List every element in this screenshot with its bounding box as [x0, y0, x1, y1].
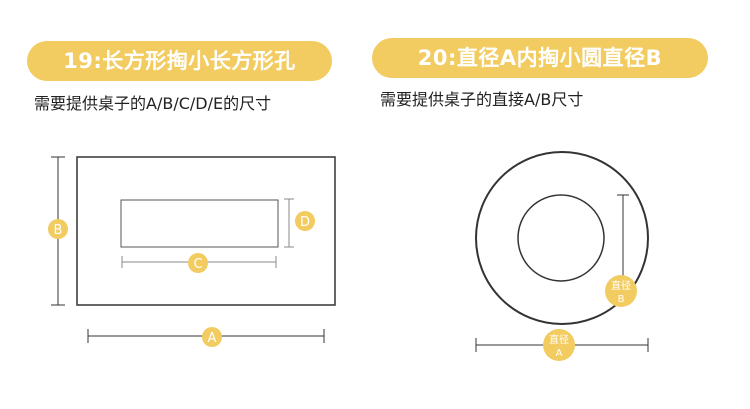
outer-rectangle	[76, 156, 336, 306]
dimension-diameter-b: 直径 B	[605, 194, 637, 307]
dimension-b: B	[48, 156, 68, 306]
label-d-badge	[295, 211, 315, 231]
label-diameter-a-line1: 直径	[549, 333, 569, 346]
dimension-d: D	[284, 198, 315, 248]
dimension-a-left: A	[87, 327, 325, 347]
label-diameter-a-line2: A	[556, 348, 563, 359]
outer-circle	[475, 151, 649, 325]
label-diameter-a-badge	[543, 329, 575, 361]
label-b-text: B	[54, 223, 63, 238]
label-b-badge	[48, 219, 68, 239]
inner-rectangle	[120, 199, 279, 248]
dimension-c: C	[121, 253, 277, 273]
label-c-badge	[188, 253, 208, 273]
label-d-text: D	[300, 215, 310, 230]
label-a-text: A	[208, 331, 217, 346]
section-19-subtitle: 需要提供桌子的A/B/C/D/E的尺寸	[34, 94, 272, 113]
label-diameter-b-badge	[605, 275, 637, 307]
label-diameter-b-line1: 直径	[611, 279, 631, 292]
label-a-badge	[202, 327, 222, 347]
section-19-title: 19:长方形掏小长方形孔	[27, 41, 332, 81]
inner-circle	[517, 194, 605, 282]
section-20-subtitle: 需要提供桌子的直接A/B尺寸	[380, 90, 584, 109]
section-20-title: 20:直径A内掏小圆直径B	[372, 38, 708, 78]
dimension-diameter-a: 直径 A	[475, 329, 649, 361]
label-c-text: C	[193, 257, 202, 272]
label-diameter-b-line2: B	[618, 294, 625, 305]
